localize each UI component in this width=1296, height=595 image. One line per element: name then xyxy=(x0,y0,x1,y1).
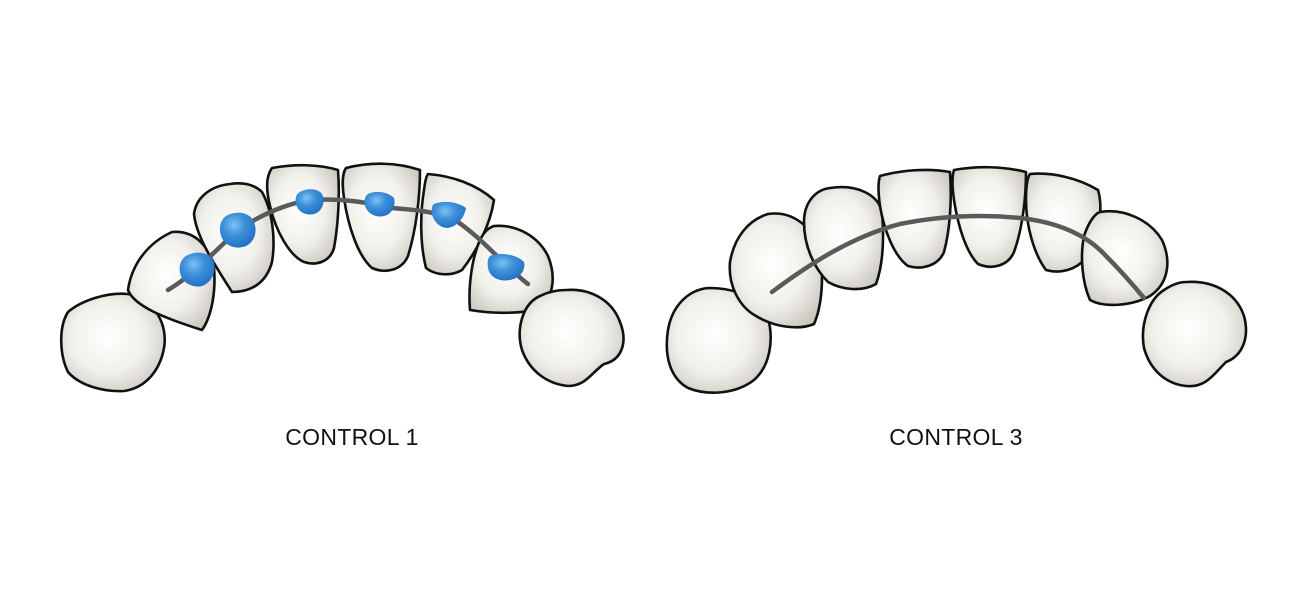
bracket-5 xyxy=(431,201,466,228)
bracket-6 xyxy=(487,254,525,281)
tooth-incisor-2 xyxy=(341,162,422,272)
bracket-3 xyxy=(295,189,324,215)
tooth-premolar-right xyxy=(1080,209,1169,307)
arch-control-3 xyxy=(665,165,1248,394)
tooth-molar-right xyxy=(518,288,625,388)
arch-control-1 xyxy=(59,162,625,393)
bracket-2 xyxy=(219,212,256,248)
tooth-incisor-1 xyxy=(265,163,341,265)
tooth-molar-left xyxy=(59,292,167,393)
bracket-4 xyxy=(364,191,395,217)
caption-control-3: CONTROL 3 xyxy=(889,424,1023,450)
caption-control-1: CONTROL 1 xyxy=(285,424,419,450)
archwire-control-3 xyxy=(769,213,1147,301)
bracket-1 xyxy=(179,252,215,287)
tooth-molar-right xyxy=(1141,280,1248,388)
tooth-incisor-1 xyxy=(877,168,953,269)
